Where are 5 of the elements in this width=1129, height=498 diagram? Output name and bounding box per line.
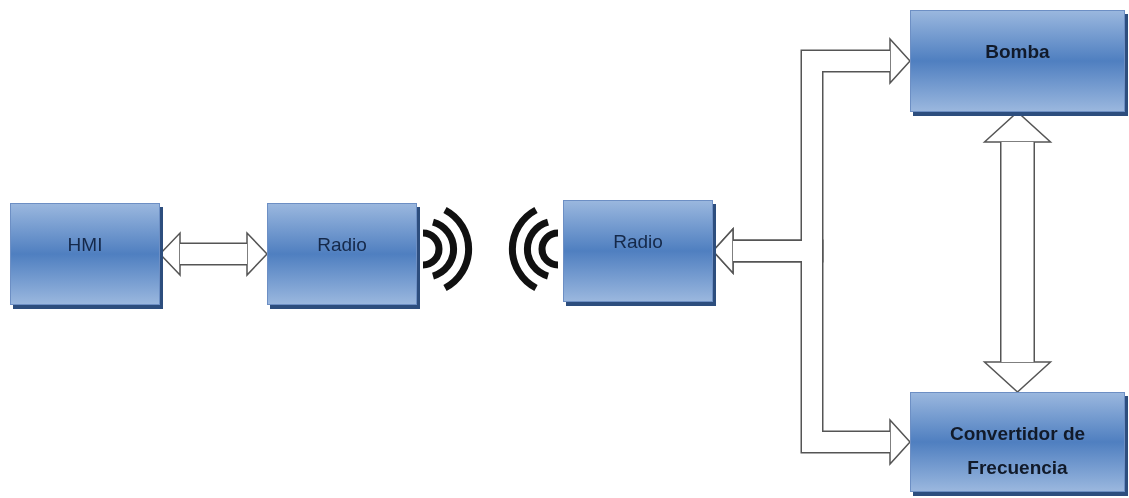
- box-label: Bomba: [985, 40, 1050, 64]
- box-label: Radio: [317, 233, 367, 257]
- box-label: Convertidor de Frecuencia: [948, 422, 1087, 480]
- box-label: Radio: [613, 230, 663, 254]
- box-label: HMI: [67, 233, 103, 257]
